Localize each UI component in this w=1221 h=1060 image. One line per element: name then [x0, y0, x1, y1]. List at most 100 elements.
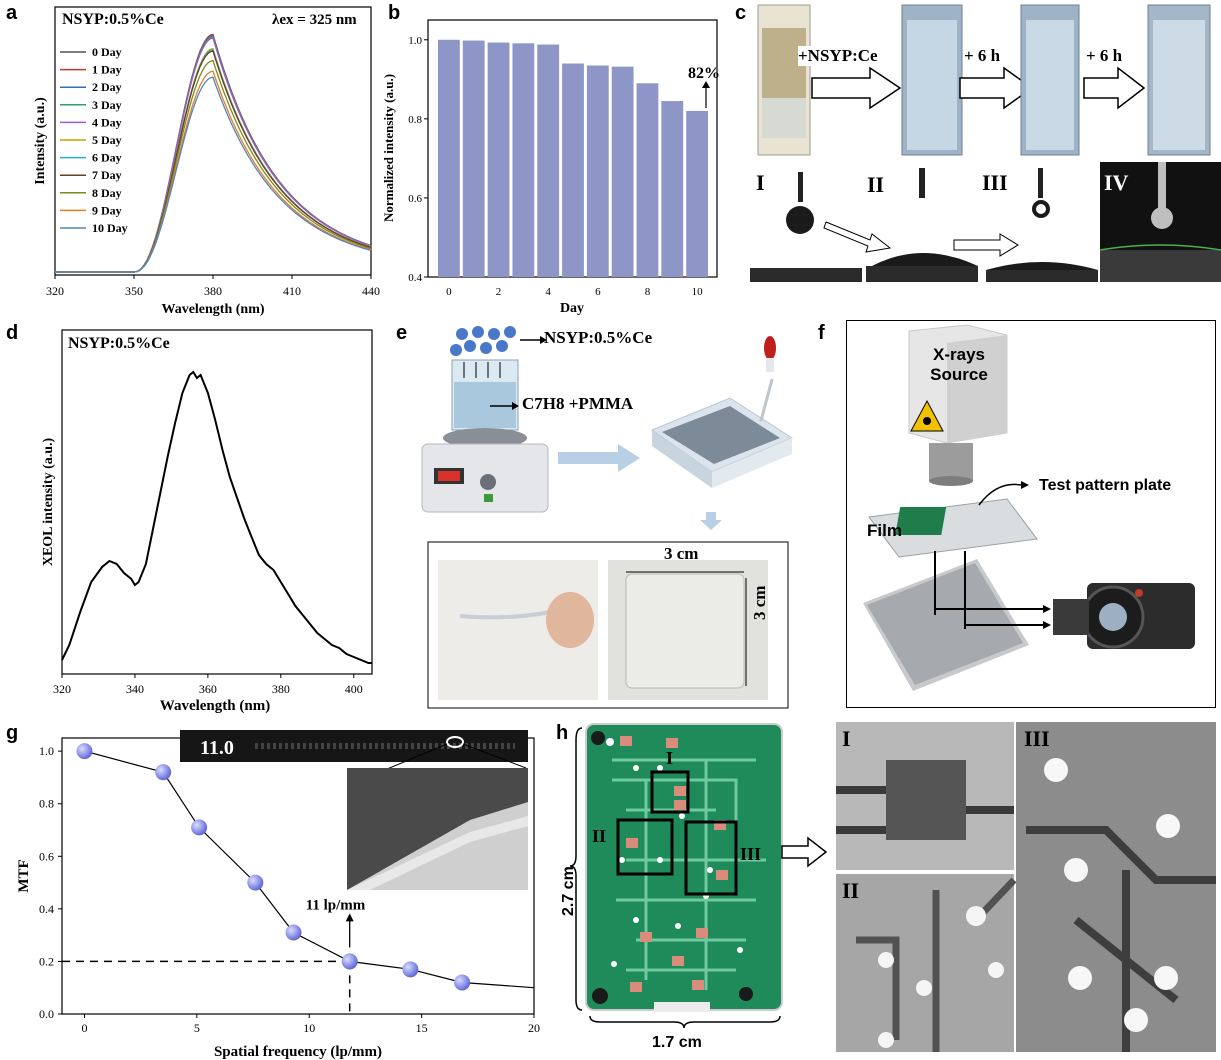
g-xtick-1: 5 — [194, 1021, 200, 1035]
d-xtick-4: 400 — [345, 682, 363, 696]
b-xtick-5: 10 — [692, 286, 704, 298]
panel-c-roman-4: IV — [1104, 170, 1129, 195]
panel-e-dim-h: 3 cm — [750, 585, 769, 620]
panel-c-roman-3: III — [982, 170, 1008, 195]
bar-day-2 — [487, 42, 510, 277]
zoom-label-II: II — [842, 878, 860, 903]
panel-b-arrowhead — [702, 81, 710, 88]
panel-e-dim-w: 3 cm — [664, 544, 699, 563]
panel-a-ylabel: Intensity (a.u.) — [33, 97, 48, 185]
film-photos-frame — [427, 541, 789, 709]
panel-f-film: Film — [867, 521, 902, 540]
droplet-IV — [1099, 162, 1221, 282]
bar-day-8 — [636, 83, 659, 277]
g-ytick-2: 0.4 — [39, 902, 54, 916]
bar-day-6 — [586, 65, 609, 277]
panel-a-title: NSYP:0.5%Ce — [62, 11, 164, 28]
pcb-dim-height: 2.7 cm — [560, 866, 577, 916]
zoom-image-III — [1016, 722, 1216, 1052]
panel-f: X-rays Source Test pattern plate Film — [846, 320, 1216, 708]
legend-label-8: 8 Day — [92, 186, 122, 200]
zoom-image-I — [836, 722, 1014, 870]
pcb-dim-width: 1.7 cm — [652, 1034, 702, 1051]
mtf-point-4 — [285, 924, 302, 941]
panel-label-d: d — [6, 322, 19, 344]
legend-label-10: 10 Day — [92, 221, 128, 235]
flow-arrow — [558, 444, 640, 472]
panel-a-curves — [55, 33, 372, 273]
mtf-point-1 — [155, 764, 172, 781]
d-xtick-0: 320 — [53, 682, 71, 696]
screen — [863, 559, 1029, 691]
panel-g-arrowhead — [345, 913, 354, 922]
panel-c-step1: +NSYP:Ce — [798, 46, 878, 66]
panel-d-xticks: 320 340 360 380 400 — [53, 674, 363, 696]
mtf-point-5 — [341, 953, 358, 970]
a-xtick-2: 380 — [204, 284, 222, 298]
b-ytick-2: 0.8 — [408, 114, 422, 126]
mtf-point-6 — [402, 961, 419, 978]
legend-label-7: 7 Day — [92, 168, 122, 182]
panel-d-frame — [61, 329, 373, 675]
panel-label-g: g — [6, 722, 19, 744]
g-xtick-4: 20 — [528, 1021, 540, 1035]
pcb-box-label-I: I — [666, 748, 674, 768]
panel-e-label-top: NSYP:0.5%Ce — [544, 328, 653, 347]
panel-d-title: NSYP:0.5%Ce — [68, 335, 170, 352]
panel-c: +NSYP:Ce + 6 h + 6 h I II III IV — [742, 0, 1221, 320]
d-xtick-3: 380 — [272, 682, 290, 696]
mtf-point-0 — [76, 743, 93, 760]
panel-g-inset-zoom — [347, 768, 528, 890]
bar-day-3 — [512, 43, 535, 277]
zoom-label-I: I — [842, 726, 851, 751]
panel-label-a: a — [6, 2, 18, 24]
panel-e-label-solvent: C7H8 +PMMA — [522, 394, 634, 413]
panel-b-yticks: 0.40.60.81.0 — [408, 35, 428, 284]
g-ytick-5: 1.0 — [39, 744, 54, 758]
legend-label-5: 5 Day — [92, 133, 122, 147]
pcb-box-label-III: III — [740, 844, 762, 864]
bar-day-7 — [611, 66, 634, 277]
panel-b-bars — [438, 39, 708, 278]
bar-day-5 — [562, 63, 584, 277]
b-ytick-0: 0.4 — [408, 272, 422, 284]
bar-day-9 — [661, 101, 684, 277]
legend-label-3: 3 Day — [92, 98, 122, 112]
legend-label-9: 9 Day — [92, 203, 122, 217]
arrow-1 — [811, 66, 902, 110]
g-ytick-3: 0.6 — [39, 849, 54, 863]
panel-c-step2: + 6 h — [964, 46, 1001, 65]
xray-source — [908, 324, 1008, 486]
a-xtick-3: 410 — [283, 284, 301, 298]
bar-day-0 — [438, 39, 460, 278]
g-xtick-3: 15 — [416, 1021, 428, 1035]
panel-label-h: h — [556, 722, 569, 744]
panel-label-f: f — [818, 322, 825, 344]
panel-g-annotation: 11 lp/mm — [306, 897, 366, 913]
particle-cluster — [450, 326, 516, 356]
camera — [1053, 583, 1195, 649]
cuvette-2 — [901, 4, 963, 156]
spectrum-line-10 — [55, 76, 372, 273]
panel-label-e: e — [396, 322, 408, 344]
d-xtick-1: 340 — [126, 682, 144, 696]
panel-c-roman-2: II — [867, 172, 885, 197]
cuvette-yellow — [757, 4, 811, 156]
dropper — [759, 336, 776, 422]
panel-g-yticks: 0.00.20.40.60.81.0 — [39, 744, 62, 1021]
panel-d-curve — [61, 370, 372, 664]
g-ytick-0: 0.0 — [39, 1007, 54, 1021]
droplet-I — [750, 172, 862, 282]
panel-g-xlabel: Spatial frequency (lp/mm) — [214, 1044, 382, 1060]
d-xtick-2: 360 — [199, 682, 217, 696]
bar-day-1 — [462, 40, 485, 278]
panel-b-ylabel: Normalized intensity (a.u.) — [381, 74, 396, 222]
panel-a-excitation: λex = 325 nm — [272, 12, 357, 28]
panel-label-b: b — [388, 2, 401, 24]
b-xtick-1: 2 — [496, 286, 502, 298]
arrow-2 — [959, 66, 1034, 110]
panel-c-step3: + 6 h — [1086, 46, 1123, 65]
legend-label-2: 2 Day — [92, 80, 122, 94]
